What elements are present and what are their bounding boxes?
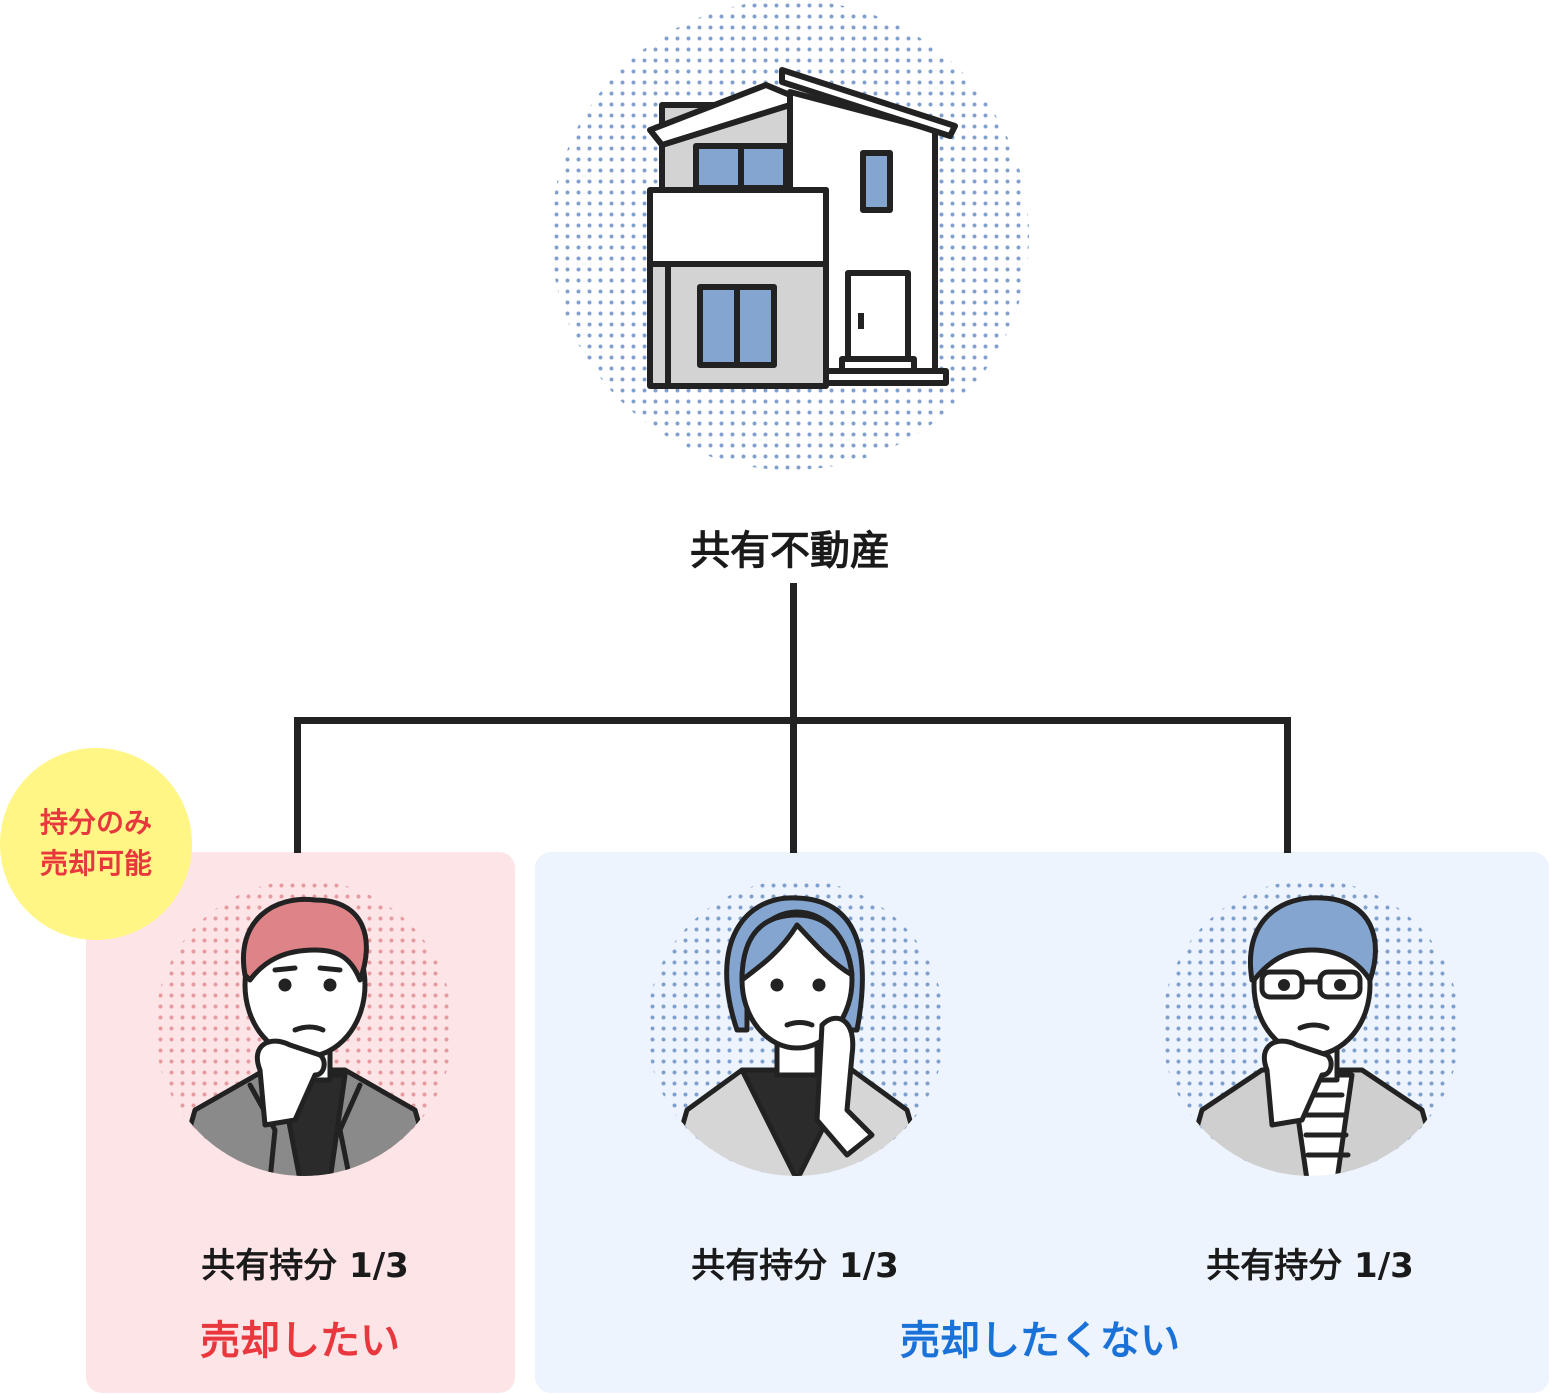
owner-1-share-label: 共有持分 1/3	[201, 1246, 409, 1286]
connector-horizontal	[294, 717, 1291, 724]
man-thinking-illustration	[172, 896, 438, 1176]
owner-3-share-label: 共有持分 1/3	[1206, 1246, 1414, 1286]
house-illustration	[647, 67, 958, 389]
woman-thinking-illustration	[664, 895, 930, 1176]
badge-line-2: 売却可能	[39, 847, 152, 880]
sellable-share-badge: 持分のみ 売却可能	[0, 748, 192, 940]
man-glasses-thinking-illustration	[1179, 895, 1445, 1176]
owner-2-share-label: 共有持分 1/3	[691, 1246, 899, 1286]
badge-line-1: 持分のみ	[39, 806, 152, 840]
keep-group-label: 売却したくない	[900, 1318, 1180, 1364]
connector-right-drop	[1284, 717, 1291, 853]
connector-left-drop	[294, 717, 301, 853]
diagram-title: 共有不動産	[690, 528, 890, 574]
sell-group-label: 売却したい	[200, 1318, 400, 1364]
